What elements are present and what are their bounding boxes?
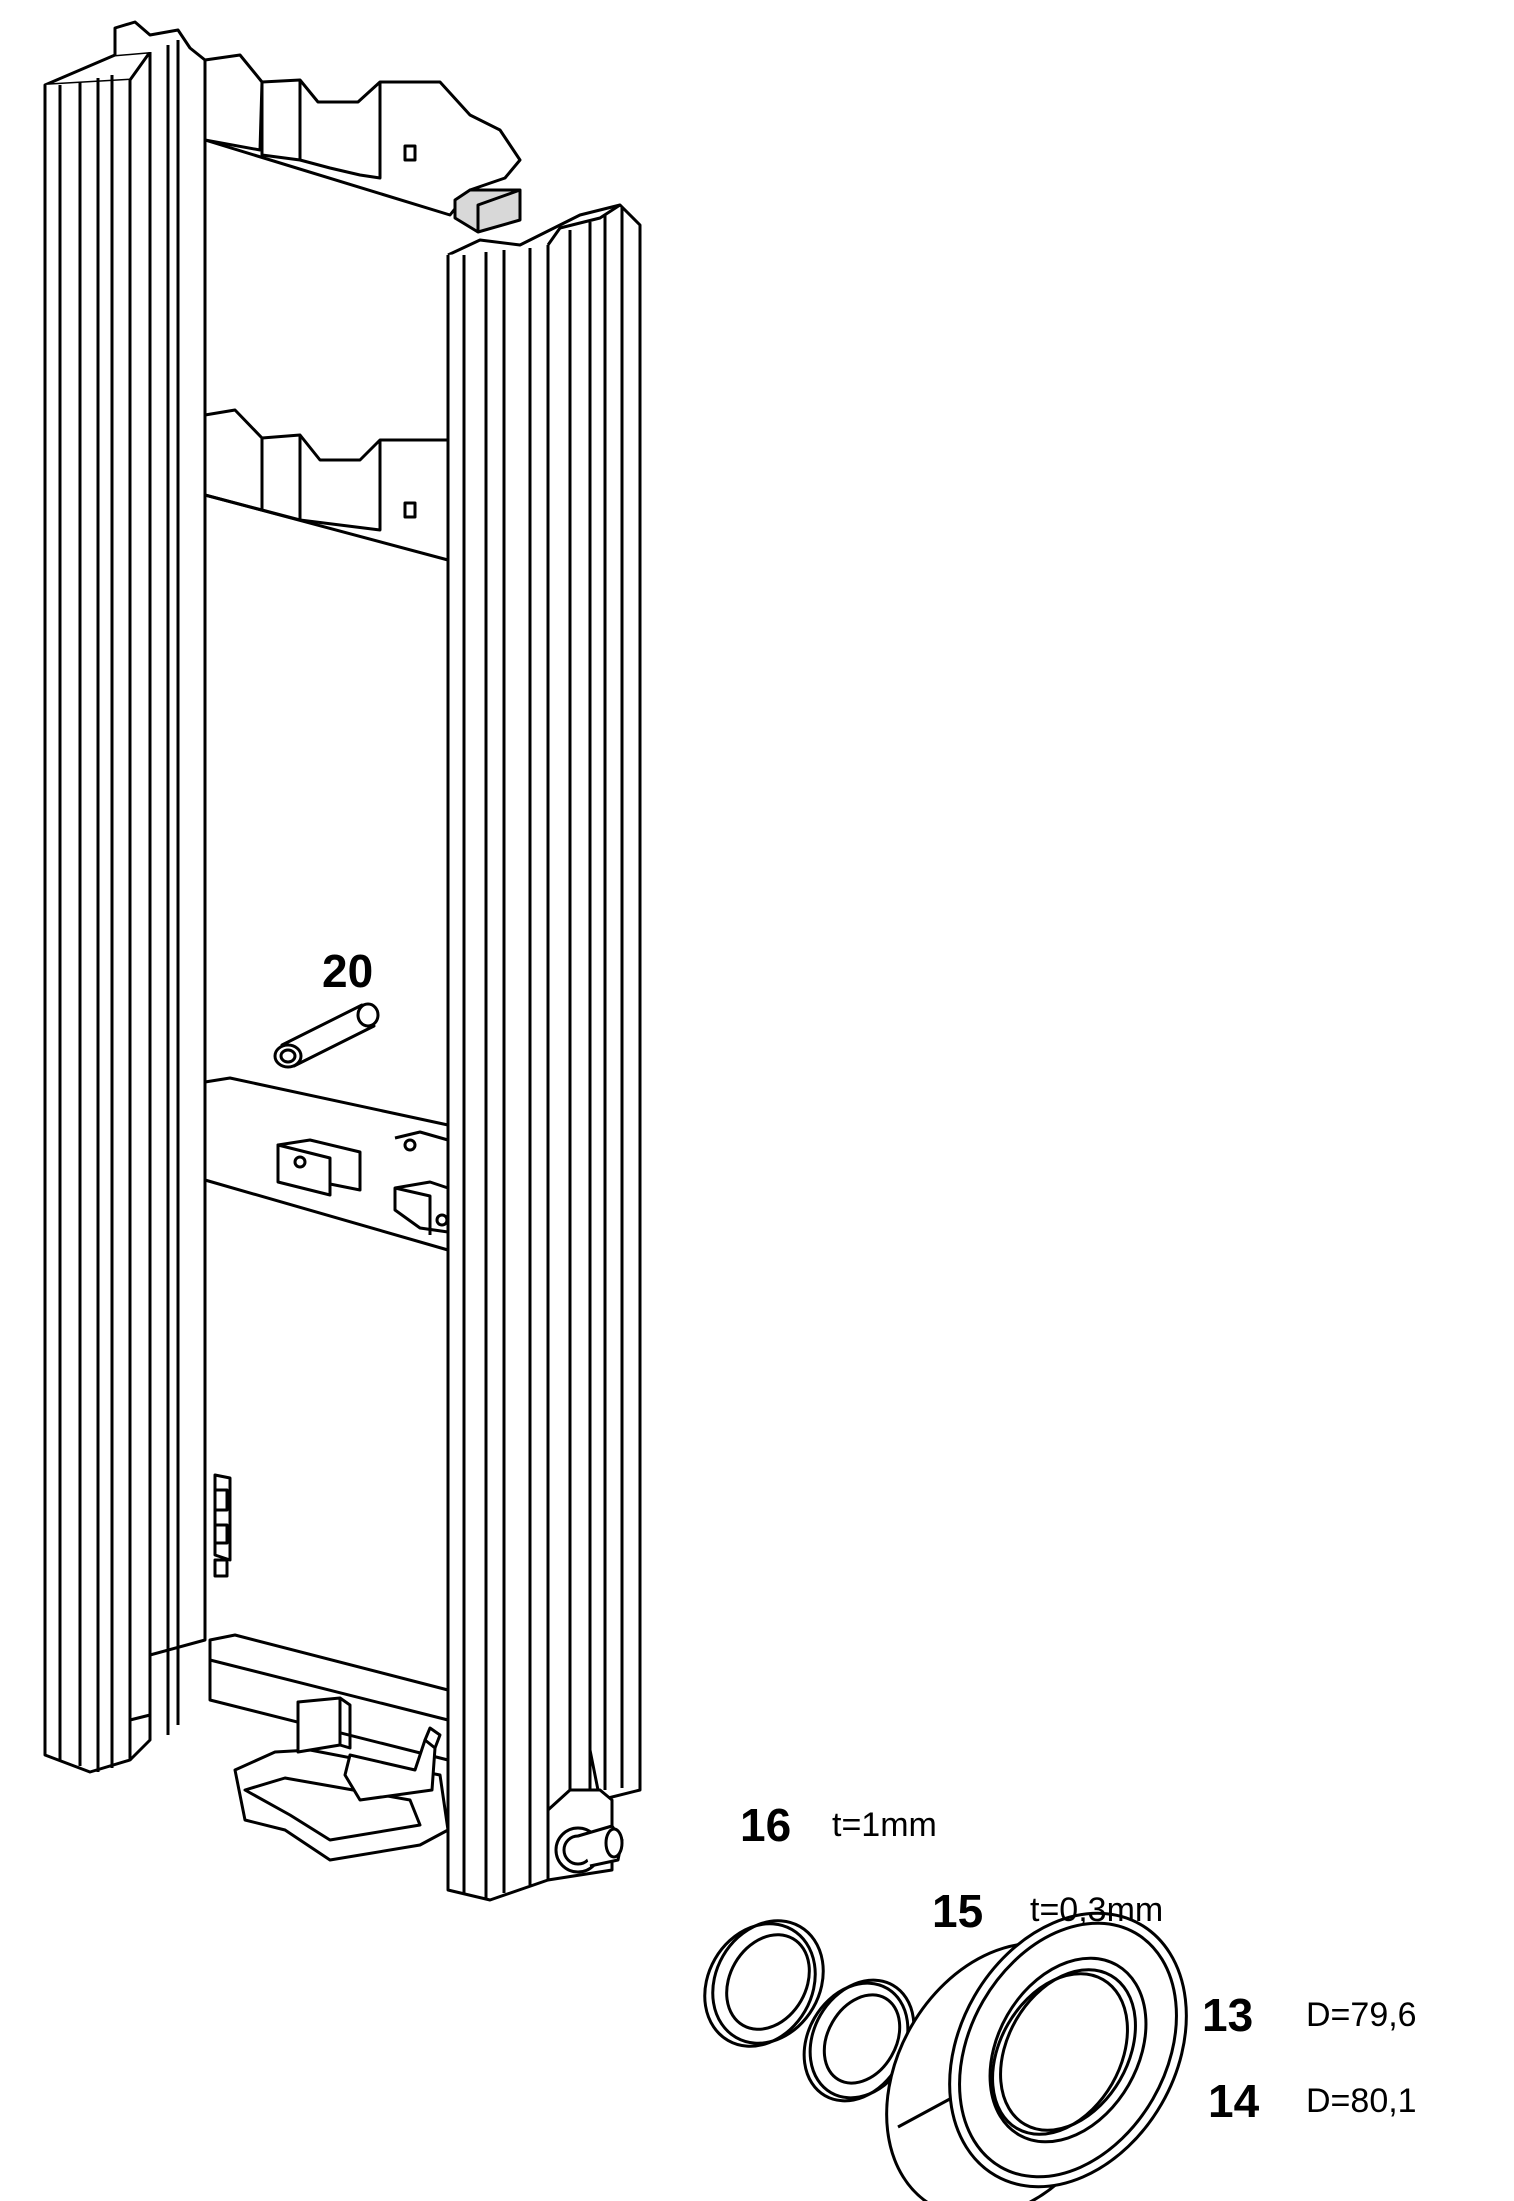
foot-plate: [233, 1696, 450, 1862]
callout-13-number: 13: [1202, 1989, 1254, 2041]
callout-14-number: 14: [1208, 2075, 1260, 2127]
right-rail: [446, 203, 642, 1902]
pin-20: [273, 1002, 380, 1069]
lower-cross-beam: [203, 1076, 450, 1252]
left-rail: [43, 20, 207, 1774]
callout-16-number: 16: [740, 1799, 792, 1851]
shim-16: [703, 1919, 825, 2048]
roller-bearing: [885, 1911, 1188, 2201]
middle-cross-bracket: [203, 408, 450, 562]
side-bracket: [213, 1473, 232, 1578]
callout-20-number: 20: [322, 945, 374, 997]
shim-15: [802, 1978, 916, 2103]
callout-13-spec: D=79,6: [1306, 1996, 1417, 2034]
callout-14-spec: D=80,1: [1306, 2082, 1417, 2120]
callout-16-spec: t=1mm: [832, 1806, 937, 1844]
callout-15-number: 15: [932, 1885, 984, 1937]
top-cross-bracket: [203, 53, 522, 234]
callout-15-spec: t=0,3mm: [1030, 1891, 1164, 1929]
